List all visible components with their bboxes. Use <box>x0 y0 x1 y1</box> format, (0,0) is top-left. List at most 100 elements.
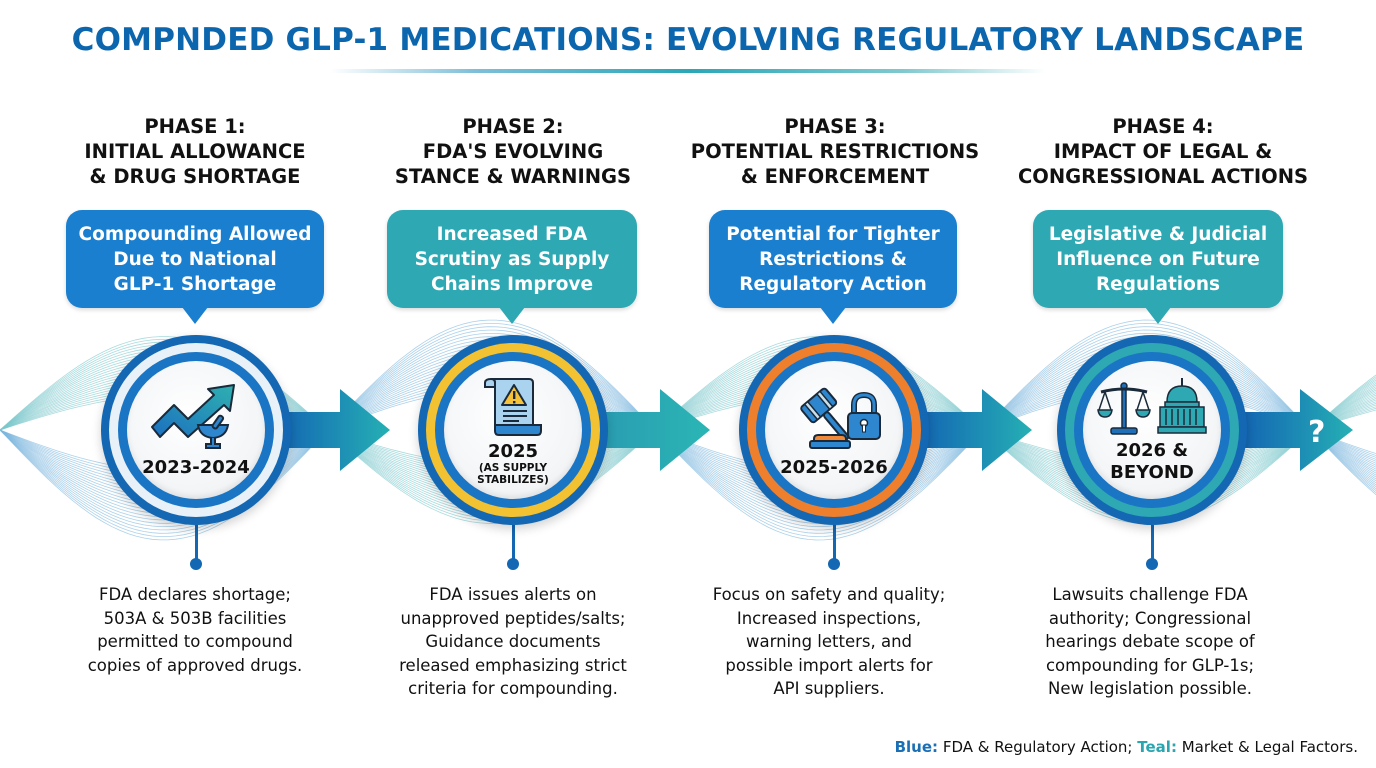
description-line: FDA issues alerts on <box>429 585 597 604</box>
bubble-line: Compounding Allowed <box>78 223 312 245</box>
color-legend: Blue: FDA & Regulatory Action; Teal: Mar… <box>895 738 1358 756</box>
phase-3-column: PHASE 3: POTENTIAL RESTRICTIONS & ENFORC… <box>675 114 995 324</box>
description-line: Focus on safety and quality; <box>712 585 946 604</box>
bubble-line: GLP-1 Shortage <box>113 273 277 295</box>
bubble-line: Chains Improve <box>430 273 594 295</box>
phase-4-connector <box>1151 525 1154 563</box>
description-line: Lawsuits challenge FDA <box>1052 585 1248 604</box>
phase-2-heading-line: STANCE & WARNINGS <box>394 165 632 188</box>
phase-2-date-note: (AS SUPPLY <box>478 461 548 474</box>
description-line: Guidance documents <box>425 632 601 651</box>
phase-4-summary-bubble: Legislative & Judicial Influence on Futu… <box>1033 210 1283 324</box>
timeline-arrow-3 <box>922 389 1032 471</box>
phase-2-node: 2025 (AS SUPPLY STABILIZES) <box>418 335 608 525</box>
legend-teal-text: Market & Legal Factors. <box>1176 738 1358 756</box>
phase-1-heading-line: PHASE 1: <box>144 115 246 138</box>
timeline-arrow-final: ? <box>1245 389 1353 471</box>
description-line: criteria for compounding. <box>408 679 618 698</box>
phase-3-node: 2025-2026 <box>739 335 929 525</box>
description-line: hearings debate scope of <box>1045 632 1255 651</box>
phase-4-heading-line: CONGRESSIONAL ACTIONS <box>1017 165 1309 188</box>
bubble-line: Scrutiny as Supply <box>414 248 610 270</box>
phase-2-summary-bubble: Increased FDA Scrutiny as Supply Chains … <box>387 210 637 324</box>
description-line: 503A & 503B facilities <box>103 608 287 628</box>
capitol-building-icon <box>1157 378 1207 434</box>
description-line: unapproved peptides/salts; <box>400 608 626 628</box>
description-line: New legislation possible. <box>1048 679 1252 698</box>
description-line: permitted to compound <box>97 632 293 651</box>
description-line: FDA declares shortage; <box>99 585 291 604</box>
phase-1-date: 2023-2024 <box>142 456 250 478</box>
phase-4-description: Lawsuits challenge FDA authority; Congre… <box>1000 583 1300 701</box>
description-line: Increased inspections, <box>736 608 922 628</box>
description-line: possible import alerts for <box>725 655 933 675</box>
phase-2-connector-dot <box>507 558 519 570</box>
phase-1-node: 2023-2024 <box>101 335 291 525</box>
phase-1-heading: PHASE 1: INITIAL ALLOWANCE & DRUG SHORTA… <box>35 114 355 189</box>
phase-4-date-line-2: BEYOND <box>1110 462 1194 483</box>
bubble-line: Regulatory Action <box>739 273 927 295</box>
bubble-line: Due to National <box>113 248 277 270</box>
timeline-arrow-1 <box>280 389 390 471</box>
phase-3-connector-dot <box>828 558 840 570</box>
description-line: copies of approved drugs. <box>87 655 303 675</box>
phase-1-heading-line: & DRUG SHORTAGE <box>89 165 301 188</box>
phase-1-connector-dot <box>190 558 202 570</box>
phase-2-description: FDA issues alerts on unapproved peptides… <box>363 583 663 701</box>
legend-blue-text: FDA & Regulatory Action; <box>938 738 1138 756</box>
scales-of-justice-icon <box>1097 382 1151 435</box>
bubble-line: Potential for Tighter <box>726 223 940 245</box>
phase-2-date: 2025 <box>487 440 539 462</box>
phase-3-heading: PHASE 3: POTENTIAL RESTRICTIONS & ENFORC… <box>675 114 995 189</box>
node-disc: 2025 (AS SUPPLY STABILIZES) <box>444 361 582 499</box>
phase-1-column: PHASE 1: INITIAL ALLOWANCE & DRUG SHORTA… <box>35 114 355 324</box>
phase-3-description: Focus on safety and quality; Increased i… <box>679 583 979 701</box>
description-line: released emphasizing strict <box>399 655 627 675</box>
phase-4-connector-dot <box>1146 558 1158 570</box>
phase-4-heading-line: IMPACT OF LEGAL & <box>1053 140 1273 163</box>
description-line: compounding for GLP-1s; <box>1045 655 1255 675</box>
trend-up-arrow-icon <box>151 383 235 449</box>
description-line: API suppliers. <box>773 679 885 698</box>
node-disc: 2025-2026 <box>765 361 903 499</box>
title-underline <box>330 69 1046 73</box>
phase-2-heading-line: FDA'S EVOLVING <box>422 140 604 163</box>
legend-blue-label: Blue: <box>894 738 939 756</box>
phase-1-summary-bubble: Compounding Allowed Due to National GLP-… <box>66 210 324 324</box>
bubble-line: Restrictions & <box>759 248 907 270</box>
phase-3-connector <box>833 525 836 563</box>
bubble-line: Legislative & Judicial <box>1048 223 1268 245</box>
description-line: warning letters, and <box>745 632 913 651</box>
padlock-icon <box>847 391 881 440</box>
node-disc: 2026 & BEYOND <box>1083 361 1221 499</box>
mortar-pestle-icon <box>196 414 230 449</box>
phase-4-heading-line: PHASE 4: <box>1112 115 1214 138</box>
bubble-line: Influence on Future <box>1056 248 1260 270</box>
bubble-line: Increased FDA <box>436 223 588 245</box>
phase-3-date: 2025-2026 <box>780 456 888 478</box>
gavel-icon <box>800 387 881 449</box>
phase-1-connector <box>195 525 198 563</box>
description-line: authority; Congressional <box>1048 608 1252 628</box>
phase-1-heading-line: INITIAL ALLOWANCE <box>84 140 306 163</box>
phase-4-heading: PHASE 4: IMPACT OF LEGAL & CONGRESSIONAL… <box>1003 114 1323 189</box>
timeline-arrow-2 <box>600 389 710 471</box>
phase-2-connector <box>512 525 515 563</box>
warning-document-icon <box>484 377 542 436</box>
phase-2-heading-line: PHASE 2: <box>462 115 564 138</box>
phase-2-heading: PHASE 2: FDA'S EVOLVING STANCE & WARNING… <box>353 114 673 189</box>
phase-3-heading-line: POTENTIAL RESTRICTIONS <box>690 140 980 163</box>
phase-1-description: FDA declares shortage; 503A & 503B facil… <box>45 583 345 677</box>
phase-3-summary-bubble: Potential for Tighter Restrictions & Reg… <box>709 210 957 324</box>
phase-2-date-note: STABILIZES) <box>477 473 549 486</box>
phase-4-date: 2026 & <box>1115 440 1189 461</box>
bubble-line: Regulations <box>1095 273 1221 295</box>
question-mark-icon: ? <box>1308 415 1325 450</box>
legend-teal-label: Teal: <box>1137 738 1177 756</box>
phase-4-node: 2026 & BEYOND <box>1057 335 1247 525</box>
phase-4-column: PHASE 4: IMPACT OF LEGAL & CONGRESSIONAL… <box>1003 114 1323 324</box>
phase-2-column: PHASE 2: FDA'S EVOLVING STANCE & WARNING… <box>353 114 673 324</box>
node-disc: 2023-2024 <box>127 361 265 499</box>
page-title: COMPNDED GLP-1 MEDICATIONS: EVOLVING REG… <box>71 22 1305 58</box>
phase-3-heading-line: PHASE 3: <box>784 115 886 138</box>
